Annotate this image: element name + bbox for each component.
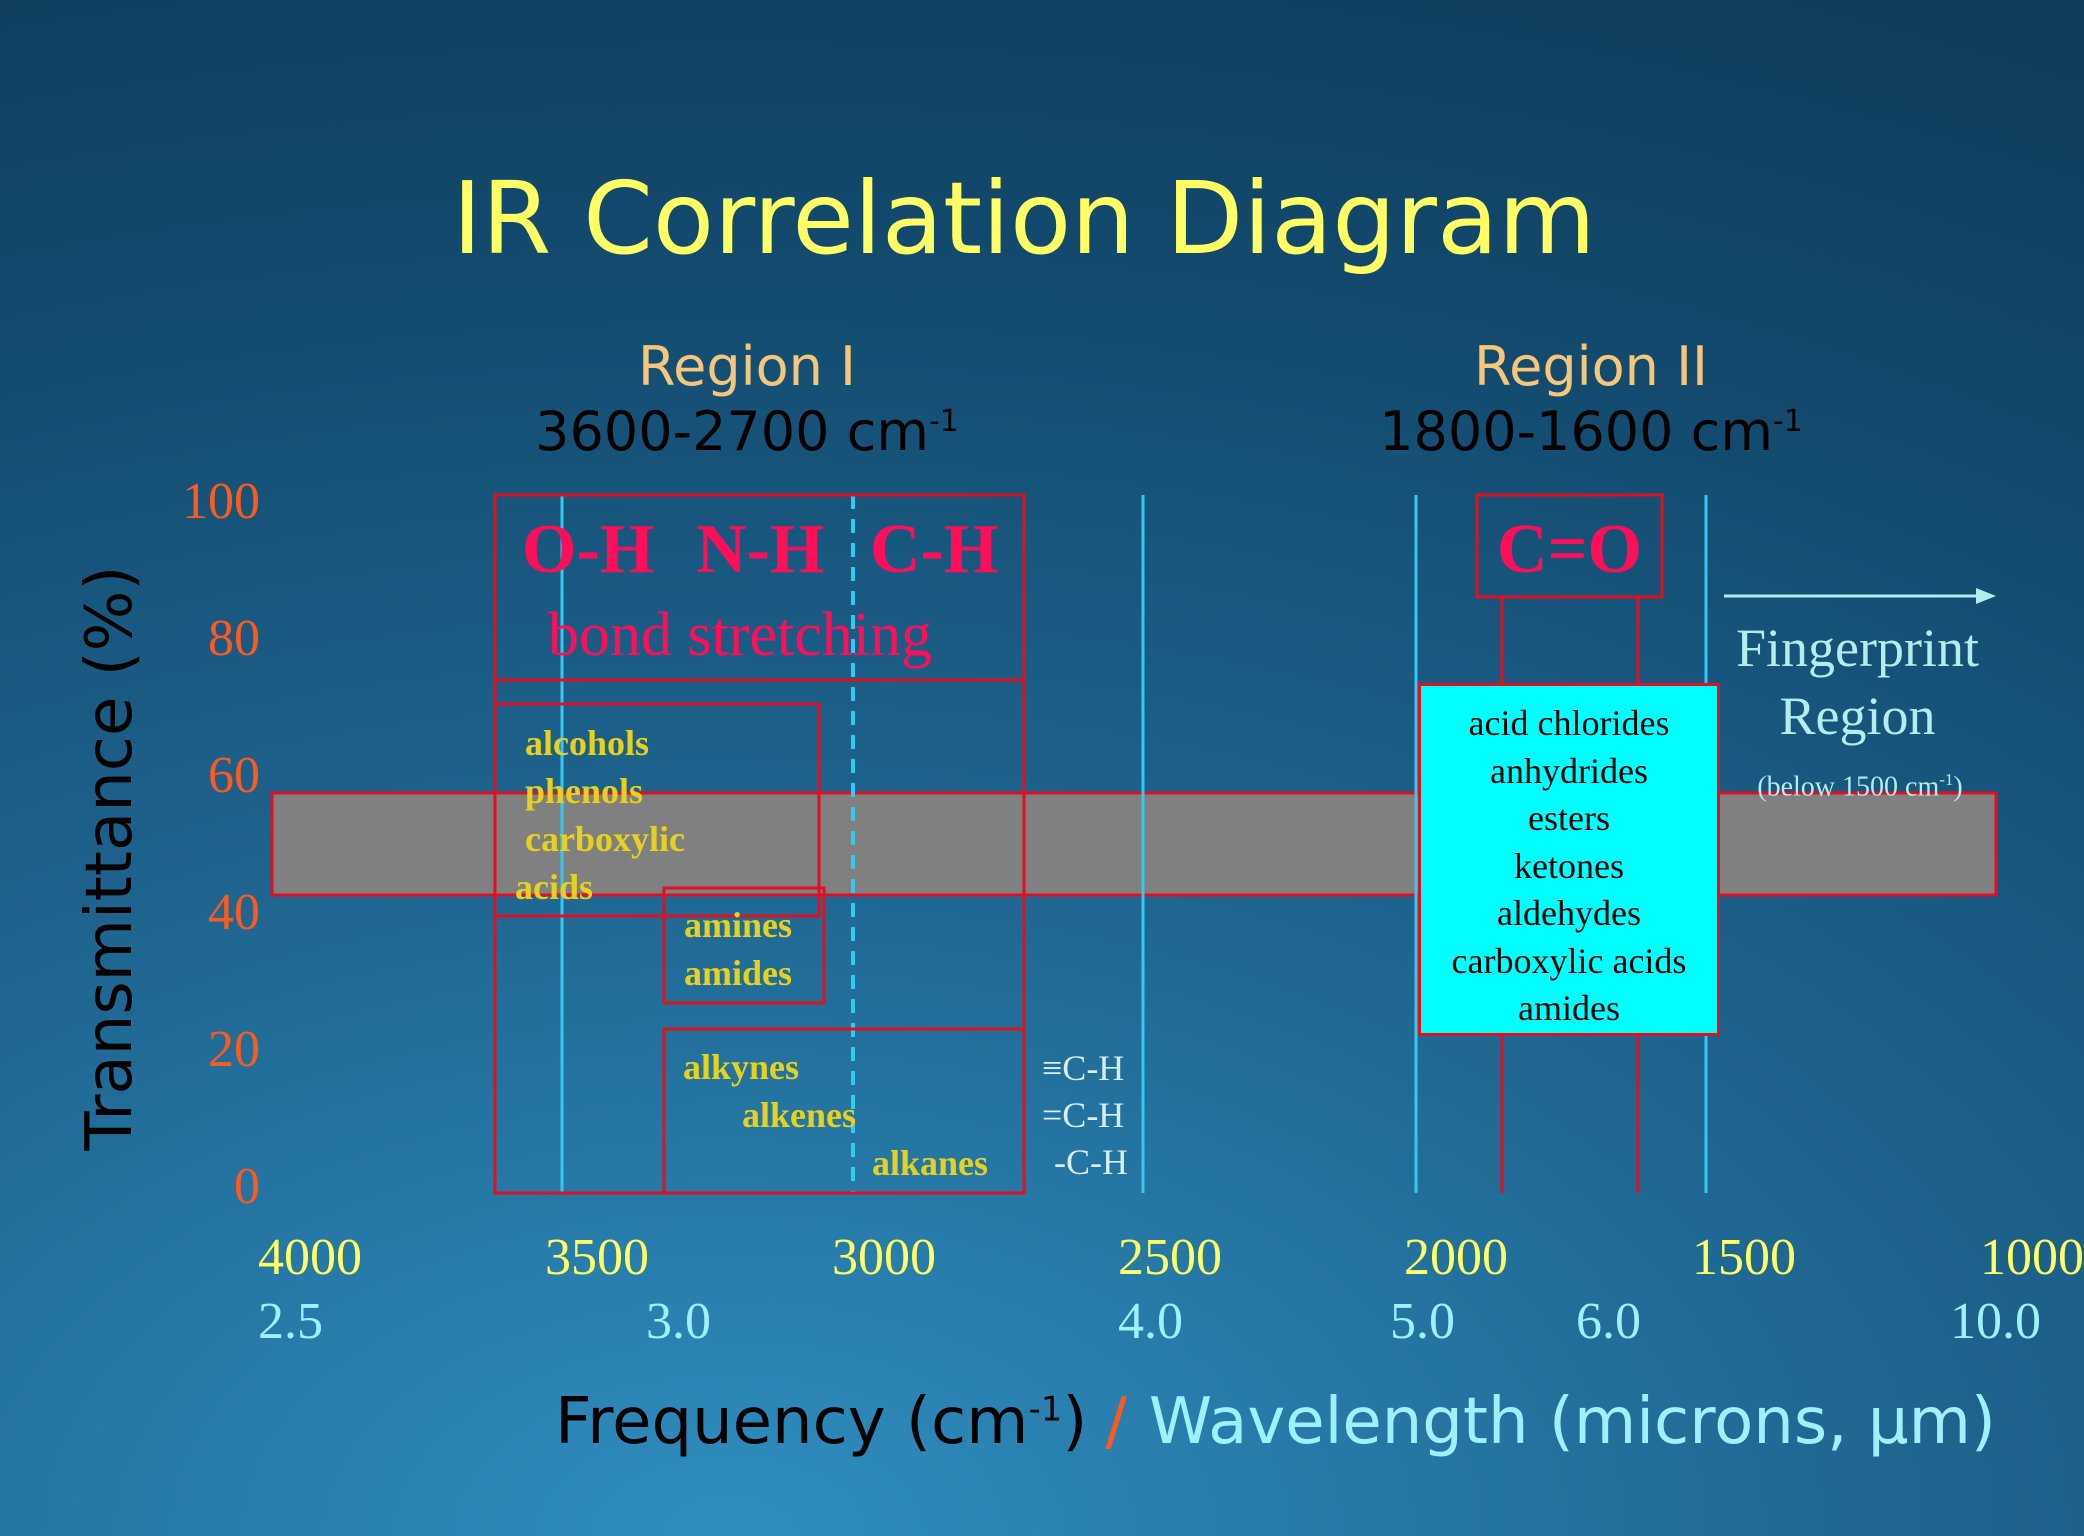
group-acids: acids [515,867,594,907]
alcohols-box [493,702,821,918]
fingerprint-arrow-head [1976,588,1996,604]
wave-tick-4.0: 4.0 [1118,1293,1183,1350]
ch-type-double: =C-H [1042,1095,1125,1135]
freq-tick-1000: 1000 [1980,1229,2084,1286]
group-alkanes: alkanes [872,1143,989,1183]
ch-type-single: -C-H [1054,1142,1128,1182]
carbonyl-item: esters [1528,798,1610,838]
bond-oh: O-H [522,511,655,588]
region-2-title: Region II [1474,335,1708,398]
wave-tick-2.5: 2.5 [258,1293,323,1350]
fingerprint-range-note: (below 1500 cm-1) [1757,770,1963,803]
co-box [1475,493,1664,599]
y-tick-80: 80 [208,610,260,667]
group-amines: amines [684,905,792,945]
carbonyl-compounds-box: acid chlorides anhydrides esters ketones… [1418,683,1720,1036]
bond-nh: N-H [696,511,825,588]
y-tick-0: 0 [234,1158,260,1215]
group-alcohols: alcohols [525,723,650,763]
alkynes-box [662,1027,1026,1195]
y-tick-100: 100 [182,473,260,530]
carbonyl-item: anhydrides [1490,750,1648,791]
freq-tick-2500: 2500 [1118,1229,1222,1286]
wave-tick-6.0: 6.0 [1576,1293,1641,1350]
wave-tick-5.0: 5.0 [1390,1293,1455,1350]
freq-tick-2000: 2000 [1404,1229,1508,1286]
freq-tick-3000: 3000 [832,1229,936,1286]
carbonyl-item: aldehydes [1497,893,1641,933]
carbonyl-item: amides [1518,988,1620,1028]
freq-tick-1500: 1500 [1692,1229,1796,1286]
carbonyl-item: ketones [1514,845,1624,886]
wave-tick-3.0: 3.0 [646,1293,711,1350]
amines-box [662,886,826,1005]
region-2-range: 1800-1600 cm-1 [1379,400,1803,463]
region-1-title: Region I [638,335,856,398]
carbonyl-item: acid chlorides [1468,703,1670,743]
bond-co: C=O [1497,511,1642,588]
group-alkenes: alkenes [742,1095,857,1135]
y-tick-20: 20 [208,1021,260,1078]
x-axis-label: Frequency (cm-1)/Wavelength (microns, μm… [555,1385,1996,1459]
group-carboxylic: carboxylic [525,819,685,859]
region-1-range: 3600-2700 cm-1 [535,400,959,463]
freq-tick-4000: 4000 [258,1229,362,1286]
group-phenols: phenols [525,771,644,811]
y-axis-label: Transmittance (%) [73,565,147,1151]
fingerprint-line-1: Fingerprint [1736,618,1979,678]
y-tick-40: 40 [208,884,260,941]
fingerprint-region-label: Fingerprint Region [1720,614,1995,750]
wave-tick-10.0: 10.0 [1950,1293,2041,1350]
fingerprint-line-2: Region [1779,686,1936,746]
ch-type-triple: ≡C-H [1042,1048,1125,1088]
freq-tick-3500: 3500 [545,1229,649,1286]
diagram-title: IR Correlation Diagram [452,160,1596,277]
group-alkynes: alkynes [683,1047,800,1087]
y-tick-60: 60 [208,747,260,804]
bond-ch: C-H [870,511,999,588]
carbonyl-item: carboxylic acids [1451,940,1687,981]
bond-stretching-label: bond stretching [548,601,932,669]
group-amides: amides [684,953,792,993]
